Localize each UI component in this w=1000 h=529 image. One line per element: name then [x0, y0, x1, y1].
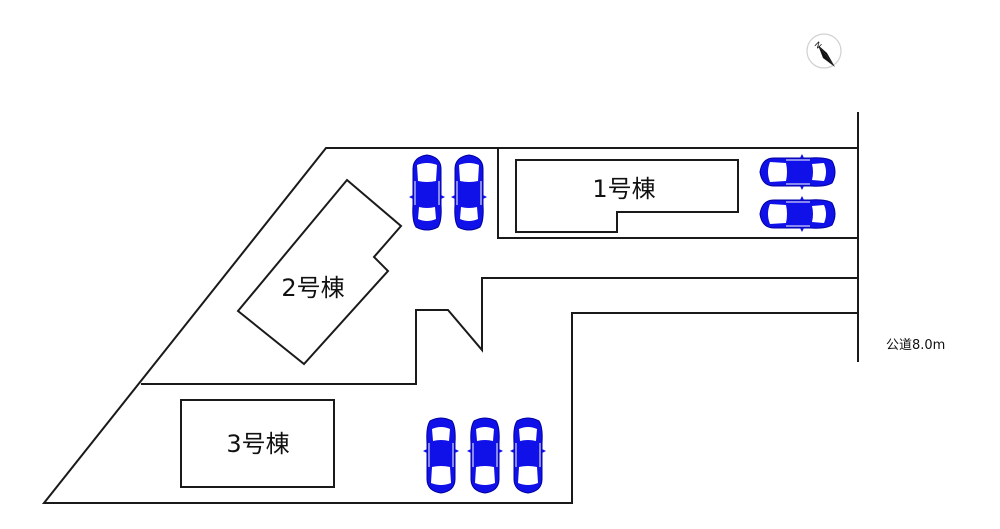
north-arrow-icon-half: [818, 45, 835, 67]
compass-north-label: N: [813, 40, 824, 51]
compass: N: [806, 33, 842, 69]
car-lot3-1: [423, 417, 459, 494]
building-1: 1号棟: [515, 159, 739, 233]
building-1-label: 1号棟: [592, 175, 655, 203]
car-lot3-2: [467, 417, 503, 494]
car-lot2-1: [409, 154, 445, 231]
road-label: 公道8.0m: [886, 338, 945, 353]
car-lot1-1: [759, 154, 836, 190]
building-2-label: 2号棟: [281, 274, 344, 302]
lot1-boundary: [497, 148, 858, 239]
car-lot2-2: [451, 154, 487, 231]
site-boundary: [41, 147, 858, 504]
car-lot3-3: [510, 417, 546, 494]
car-lot1-2: [759, 196, 836, 232]
building-2: 2号棟: [236, 178, 403, 366]
building-3: 3号棟: [180, 399, 335, 488]
building-3-label: 3号棟: [226, 430, 289, 458]
lot2-boundary: [141, 277, 858, 385]
parking-cars: [409, 154, 836, 494]
